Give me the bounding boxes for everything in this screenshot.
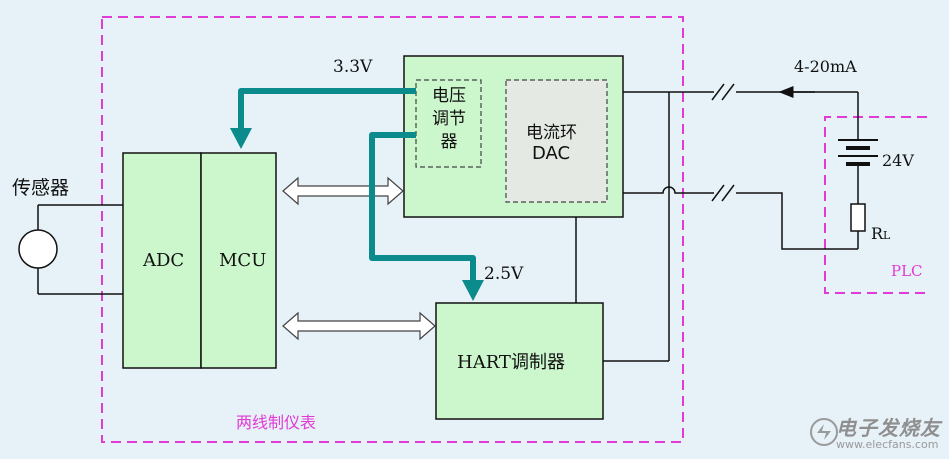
watermark-text-en: www.elecfans.com (836, 437, 939, 451)
mcu-block (200, 152, 277, 369)
adc-label: ADC (143, 250, 185, 271)
battery-voltage-label: 24V (882, 151, 914, 170)
plc-boundary (824, 116, 927, 294)
resistor-label-main: R (871, 224, 884, 243)
sensor-label: 传感器 (12, 177, 70, 199)
watermark-logo-icon (810, 418, 838, 446)
dac-label-line2: DAC (532, 143, 571, 164)
arrow-2v5 (369, 132, 476, 282)
instrument-label: 两线制仪表 (236, 413, 317, 432)
watermark: 电子发烧友 www.elecfans.com (836, 417, 941, 451)
voltage-2v5-label: 2.5V (484, 264, 524, 284)
plc-label: PLC (891, 262, 923, 280)
mcu-label: MCU (219, 250, 267, 271)
watermark-text-cn: 电子发烧友 (836, 415, 941, 440)
regulator-subblock (415, 79, 482, 168)
dac-label-line1: 电流环 (526, 123, 577, 143)
regulator-label: 电压调节器 (432, 86, 466, 152)
hart-block (435, 302, 604, 420)
battery-symbol (838, 139, 878, 166)
current-range-label: 4-20mA (794, 57, 857, 76)
bus-arrow-mcu-hart (282, 311, 436, 341)
resistor-label-subscript: L (883, 229, 891, 242)
instrument-boundary (101, 16, 684, 443)
resistor-label: RL (871, 224, 890, 243)
resistor-symbol (850, 203, 866, 232)
bus-arrow-mcu-dac (282, 176, 404, 206)
dac-subblock (505, 79, 608, 203)
hart-label: HART调制器 (457, 352, 565, 373)
voltage-3v3-label: 3.3V (333, 57, 373, 77)
sensor-symbol (18, 229, 58, 269)
arrow-3v3 (238, 88, 416, 130)
